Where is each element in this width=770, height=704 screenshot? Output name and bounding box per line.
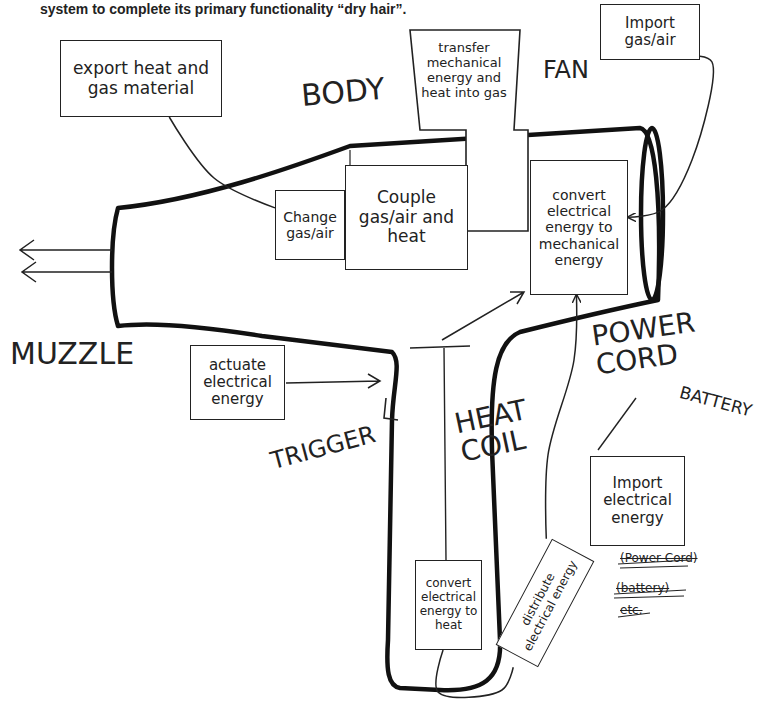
box-text: Import electrical energy <box>591 472 684 530</box>
flow-connector <box>628 56 713 217</box>
part-label: MUZZLE <box>10 338 134 370</box>
airflow-arrow <box>20 240 112 260</box>
part-label: BODY <box>300 73 386 112</box>
leader-line <box>598 398 636 450</box>
flow-connector <box>436 650 513 697</box>
body-divider <box>350 136 472 165</box>
box-text: distribute electrical energy <box>502 543 587 663</box>
box-text: Import gas/air <box>601 12 699 53</box>
trigger-symbol <box>384 398 398 420</box>
part-label: (battery) <box>616 582 669 595</box>
function-box: Import electrical energy <box>590 456 685 546</box>
fan-intake-rim <box>641 128 663 300</box>
function-box: convert electrical energy to heat <box>415 560 482 650</box>
box-text: transfer mechanical energy and heat into… <box>414 38 514 104</box>
leader-arrow <box>442 292 524 340</box>
leader-arrow <box>286 374 380 388</box>
part-label: POWER CORD <box>590 304 727 380</box>
function-box: distribute electrical energy <box>496 539 595 667</box>
part-label: etc. <box>620 604 643 617</box>
hair-dryer-outline <box>112 128 659 690</box>
flow-connector <box>169 117 275 208</box>
box-text: export heat and gas material <box>61 56 221 101</box>
scribble-mark <box>614 560 690 617</box>
function-box: convert electrical energy to mechanical … <box>530 160 628 295</box>
function-box: Change gas/air <box>275 190 345 260</box>
part-label: BATTERY <box>677 384 753 420</box>
function-box: Couple gas/air and heat <box>345 165 468 270</box>
box-text: convert electrical energy to heat <box>416 574 481 635</box>
box-text: Change gas/air <box>276 206 344 244</box>
box-text: actuate electrical energy <box>191 354 284 412</box>
function-box: Import gas/air <box>600 4 700 60</box>
box-text: Couple gas/air and heat <box>346 185 467 250</box>
function-box: export heat and gas material <box>60 40 222 117</box>
box-text: convert electrical energy to mechanical … <box>531 184 627 270</box>
part-label: TRIGGER <box>268 422 378 474</box>
part-label: (Power Cord) <box>620 552 698 565</box>
airflow-arrow <box>22 262 112 282</box>
part-label: HEAT COIL <box>452 389 562 467</box>
flow-connector <box>546 295 577 539</box>
part-label: FAN <box>543 58 589 83</box>
function-box: actuate electrical energy <box>190 345 285 420</box>
header-text: system to complete its primary functiona… <box>40 2 406 17</box>
